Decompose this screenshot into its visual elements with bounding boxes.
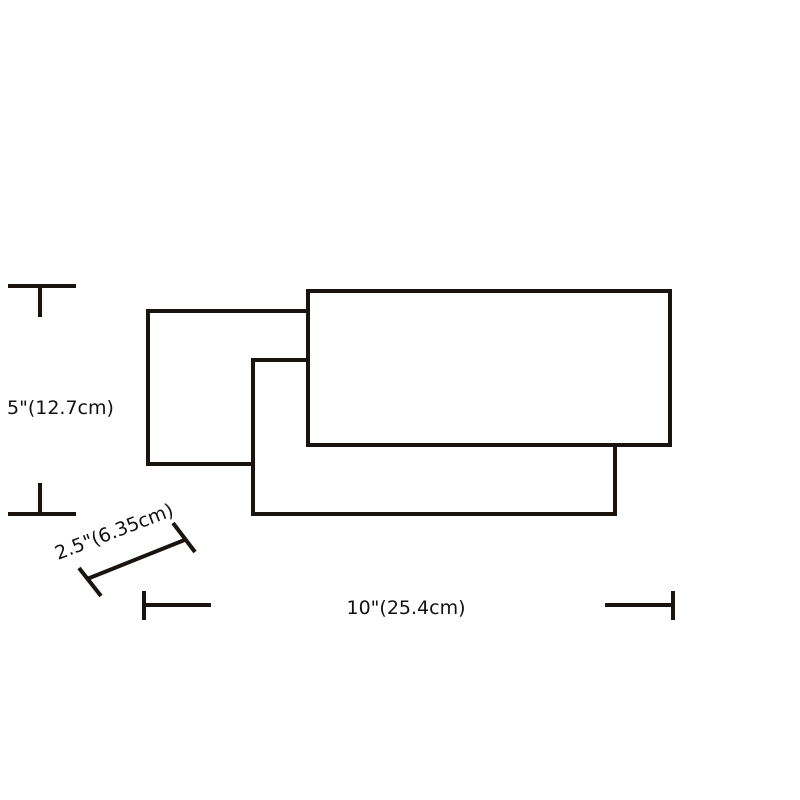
middle-panel-outline (251, 358, 617, 516)
front-panel-outline (306, 289, 672, 447)
height-dimension-marker (8, 284, 76, 516)
width-label: 10"(25.4cm) (346, 597, 465, 619)
depth-label: 2.5"(6.35cm) (52, 499, 177, 564)
depth-dimension-marker (77, 521, 197, 598)
width-dimension-marker (142, 591, 675, 620)
back-panel-outline (146, 309, 307, 466)
height-label: 5"(12.7cm) (7, 397, 114, 419)
